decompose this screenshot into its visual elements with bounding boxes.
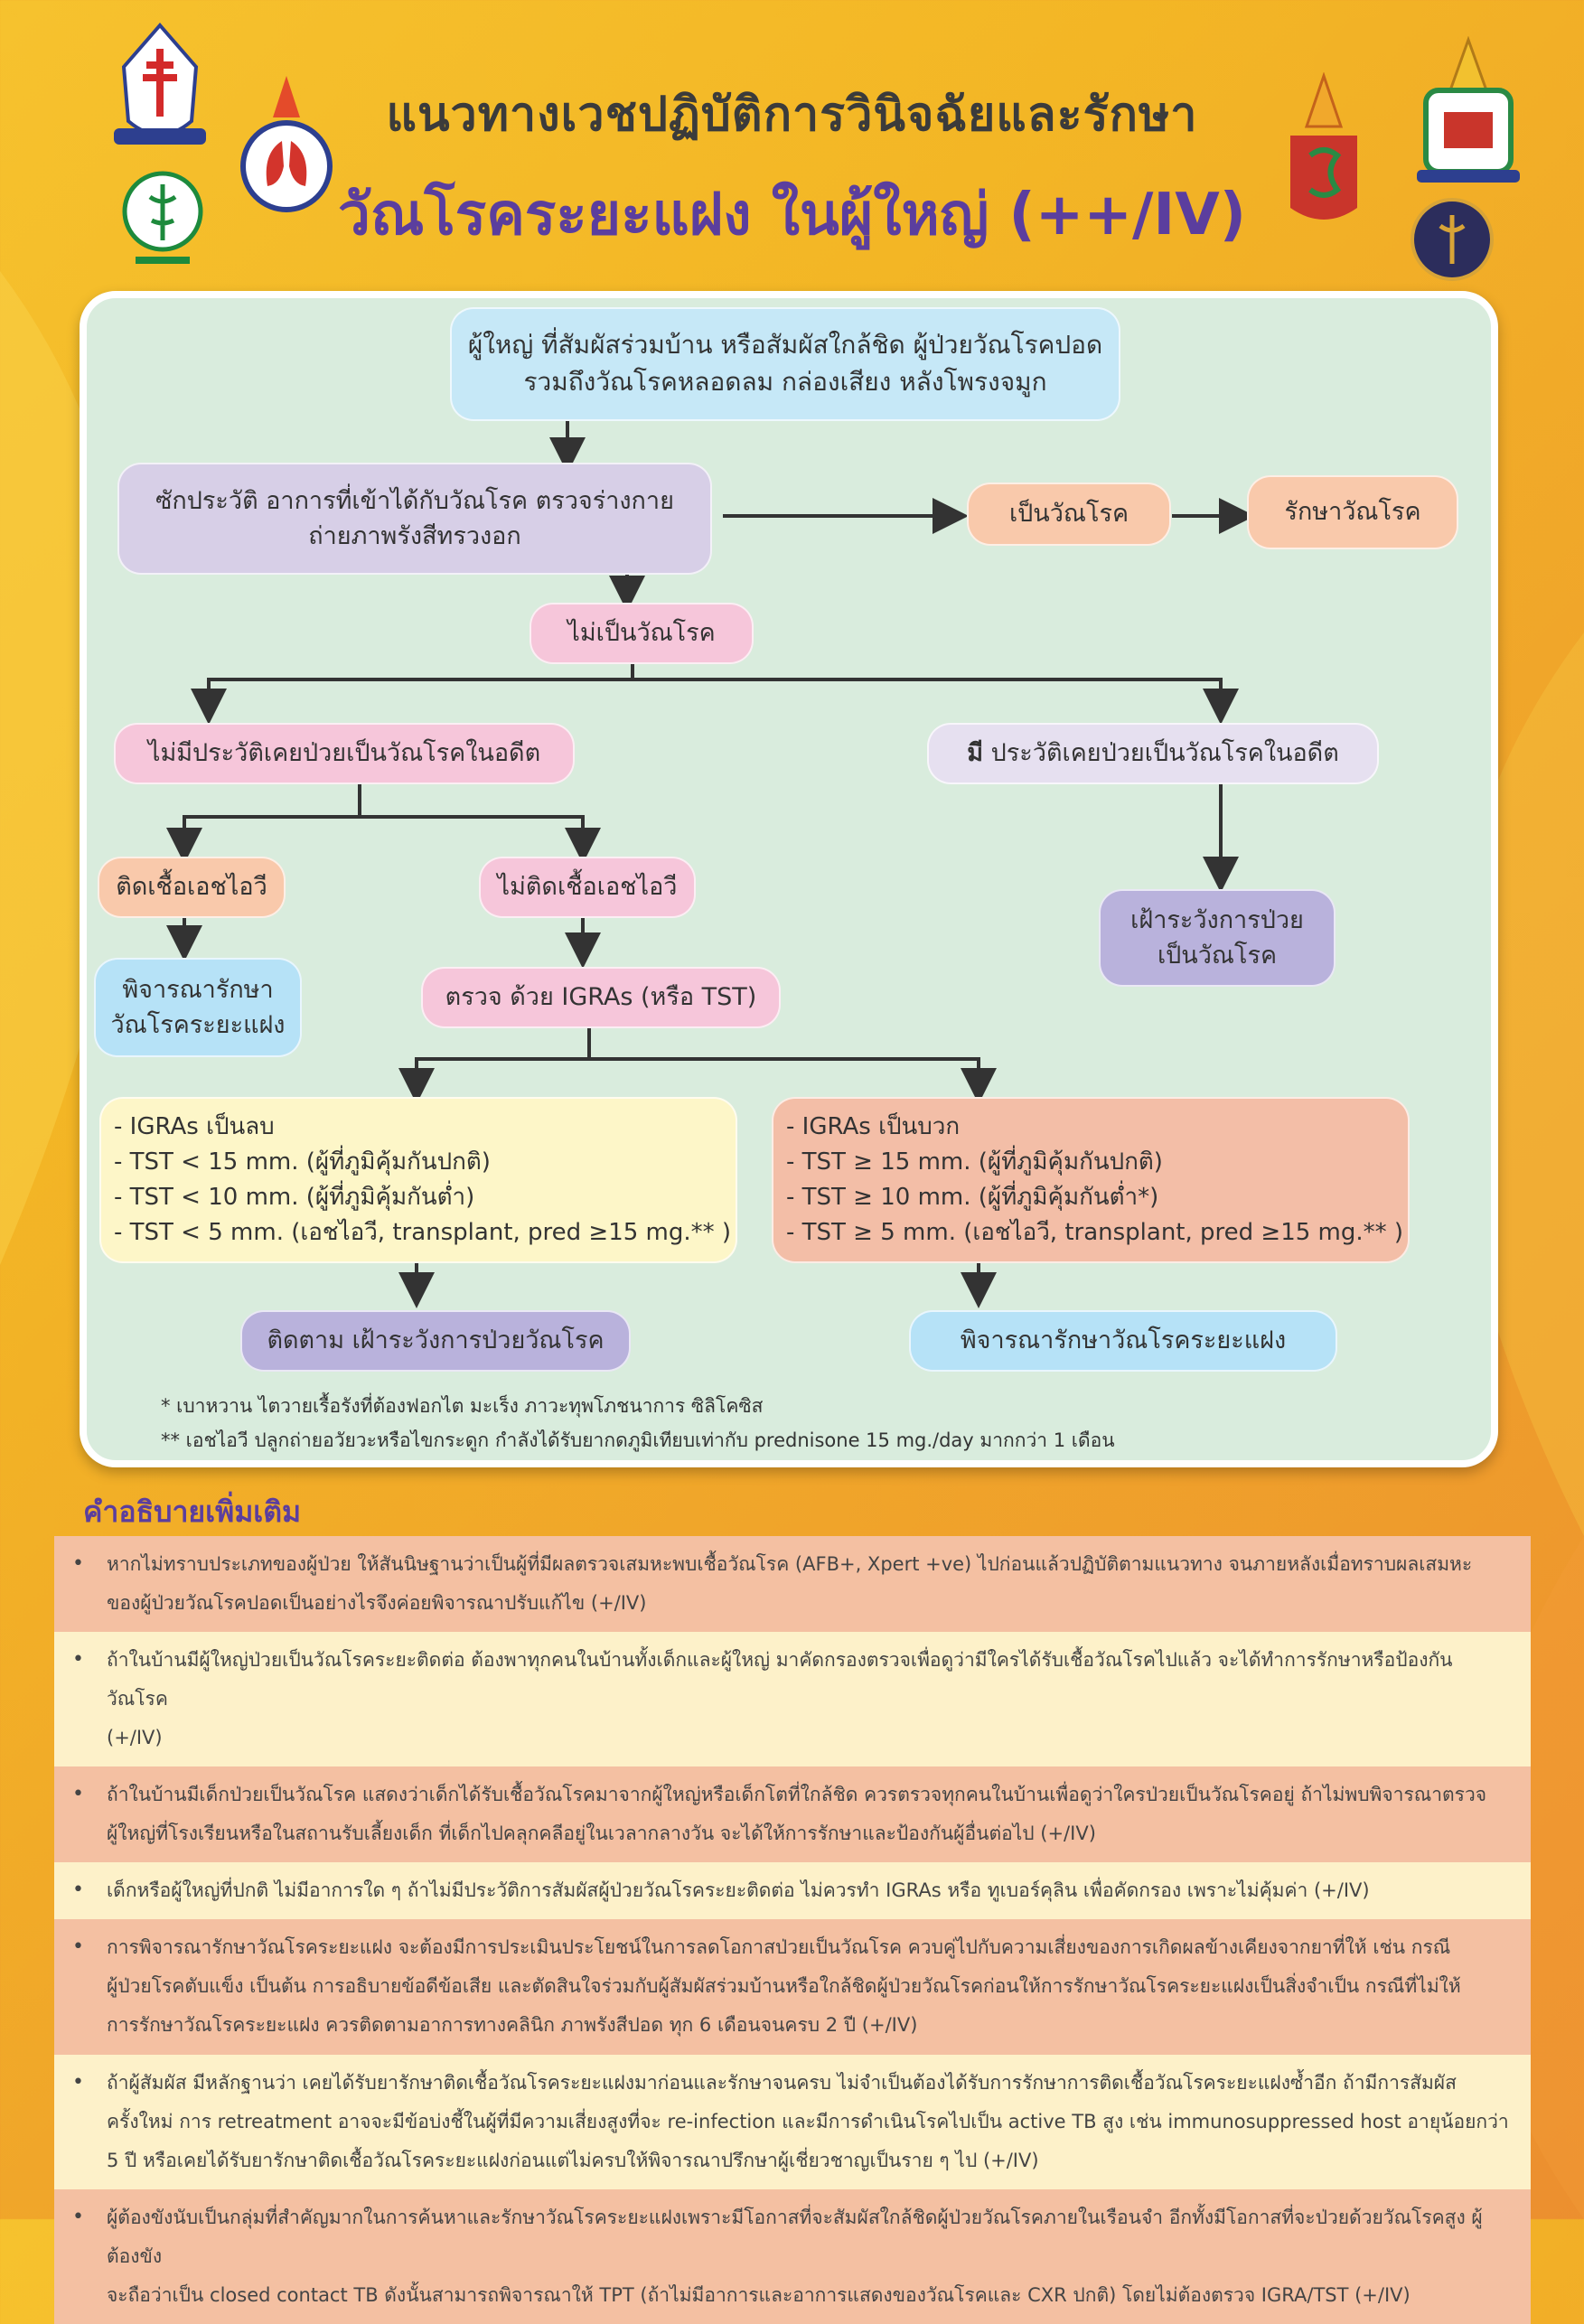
ministry-of-public-health-logo	[122, 171, 203, 264]
follow-up-label: ติดตาม เฝ้าระวังการป่วยวัณโรค	[267, 1326, 605, 1355]
note-line: ถ้าในบ้านมีเด็กป่วยเป็นวัณโรค แสดงว่าเด็…	[107, 1784, 1487, 1806]
note-line: ผู้ต้องขังนับเป็นกลุ่มที่สำคัญมากในการค้…	[107, 2206, 1483, 2267]
page-title-line1: แนวทางเวชปฏิบัติการวินิจฉัยและรักษา	[386, 88, 1198, 142]
bullet-icon: •	[72, 1552, 84, 1575]
positive-result-box: - IGRAs เป็นบวก - TST ≥ 15 mm. (ผู้ที่ภู…	[772, 1097, 1410, 1263]
consider-treatment-hiv-line2: วัณโรคระยะแฝง	[110, 1011, 286, 1039]
footnote-1: * เบาหวาน ไตวายเรื้อรังที่ต้องฟอกไต มะเร…	[161, 1395, 764, 1417]
start-node: ผู้ใหญ่ ที่สัมผัสร่วมบ้าน หรือสัมผัสใกล้…	[450, 307, 1120, 421]
bullet-icon: •	[72, 2205, 84, 2228]
note-item: • การพิจารณารักษาวัณโรคระยะแฝง จะต้องมีก…	[54, 1919, 1531, 2055]
has-history-rest: ประวัติเคยป่วยเป็นวัณโรคในอดีต	[983, 739, 1339, 768]
bullet-icon: •	[72, 1648, 84, 1672]
monitor-history-line2: เป็นวัณโรค	[1157, 942, 1278, 970]
page-title-line2: วัณโรคระยะแฝง ในผู้ใหญ่ (++/IV)	[338, 182, 1246, 248]
bullet-icon: •	[72, 1879, 84, 1902]
footnote-2: ** เอชไอวี ปลูกถ่ายอวัยวะหรือไขกระดูก กำ…	[161, 1429, 1115, 1451]
note-item: • ผู้ต้องขังนับเป็นกลุ่มที่สำคัญมากในการ…	[54, 2188, 1531, 2324]
follow-up-node: ติดตาม เฝ้าระวังการป่วยวัณโรค	[240, 1310, 631, 1372]
hiv-negative-node: ไม่ติดเชื้อเอชไอวี	[479, 857, 696, 918]
positive-line: - TST ≥ 10 mm. (ผู้ที่ภูมิคุ้มกันต่ำ*)	[786, 1184, 1159, 1211]
note-line: ครั้งใหม่ การ retreatment อาจจะมีข้อบ่งช…	[107, 2110, 1509, 2132]
is-tb-node: เป็นวัณโรค	[967, 483, 1171, 546]
negative-line: - TST < 10 mm. (ผู้ที่ภูมิคุ้มกันต่ำ)	[114, 1184, 475, 1211]
medical-emblem-logo	[1411, 198, 1494, 281]
hiv-positive-node: ติดเชื้อเอชไอวี	[98, 857, 286, 918]
has-history-label: มี ประวัติเคยป่วยเป็นวัณโรคในอดีต	[967, 736, 1339, 771]
is-tb-label: เป็นวัณโรค	[1008, 500, 1129, 529]
note-line: (+/IV)	[107, 1727, 163, 1749]
not-tb-label: ไม่เป็นวัณโรค	[567, 619, 716, 648]
thai-antituberculosis-association-logo	[114, 22, 206, 145]
note-item: • ถ้าในบ้านมีผู้ใหญ่ป่วยเป็นวัณโรคระยะติ…	[54, 1632, 1531, 1767]
positive-line: - IGRAs เป็นบวก	[786, 1113, 961, 1140]
note-line: ถ้าผู้สัมผัส มีหลักฐานว่า เคยได้รับยารัก…	[107, 2071, 1457, 2094]
screening-line2: ถ่ายภาพรังสีทรวงอก	[308, 522, 521, 550]
note-item: • ถ้าในบ้านมีเด็กป่วยเป็นวัณโรค แสดงว่าเ…	[54, 1766, 1531, 1863]
igra-test-label: ตรวจ ด้วย IGRAs (หรือ TST)	[445, 983, 757, 1012]
screening-node: ซักประวัติ อาการที่เข้าได้กับวัณโรค ตรวจ…	[117, 463, 712, 575]
negative-line: - TST < 15 mm. (ผู้ที่ภูมิคุ้มกันปกติ)	[114, 1148, 491, 1176]
note-line: การพิจารณารักษาวัณโรคระยะแฝง จะต้องมีการ…	[107, 1936, 1451, 1959]
bullet-icon: •	[72, 1783, 84, 1806]
positive-line: - TST ≥ 5 mm. (เอชไอวี, transplant, pred…	[786, 1219, 1404, 1246]
note-line: ผู้ป่วยโรคตับแข็ง เป็นต้น การอธิบายข้อดี…	[107, 1975, 1461, 1998]
no-history-node: ไม่มีประวัติเคยป่วยเป็นวัณโรคในอดีต	[114, 723, 575, 784]
monitor-history-node: เฝ้าระวังการป่วย เป็นวัณโรค	[1099, 889, 1336, 987]
not-tb-node: ไม่เป็นวัณโรค	[530, 603, 754, 664]
treat-latent-node: พิจารณารักษาวัณโรคระยะแฝง	[909, 1310, 1337, 1372]
note-item: • ถ้าผู้สัมผัส มีหลักฐานว่า เคยได้รับยาร…	[54, 2054, 1531, 2189]
consider-treatment-hiv-node: พิจารณารักษา วัณโรคระยะแฝง	[94, 958, 302, 1057]
has-history-bold: มี	[967, 739, 984, 768]
negative-line: - TST < 5 mm. (เอชไอวี, transplant, pred…	[114, 1219, 732, 1246]
additional-notes-heading: คำอธิบายเพิ่มเติม	[83, 1495, 302, 1529]
bullet-icon: •	[72, 1935, 84, 1959]
note-line: ถ้าในบ้านมีผู้ใหญ่ป่วยเป็นวัณโรคระยะติดต…	[107, 1649, 1453, 1710]
bullet-icon: •	[72, 2070, 84, 2094]
note-line: จะถือว่าเป็น closed contact TB ดังนั้นสา…	[107, 2283, 1411, 2306]
department-of-disease-control-logo	[1417, 36, 1520, 183]
monitor-history-line1: เฝ้าระวังการป่วย	[1130, 905, 1304, 934]
additional-notes-list: • หากไม่ทราบประเภทของผู้ป่วย ให้สันนิษฐา…	[54, 1536, 1531, 2324]
note-line: ผู้ใหญ่ที่โรงเรียนหรือในสถานรับเลี้ยงเด็…	[107, 1823, 1096, 1845]
hiv-negative-label: ไม่ติดเชื้อเอชไอวี	[497, 873, 678, 902]
note-line: 5 ปี หรือเคยได้รับยารักษาติดเชื้อวัณโรคร…	[107, 2149, 1039, 2171]
start-line2: รวมถึงวัณโรคหลอดลม กล่องเสียง หลังโพรงจม…	[523, 367, 1047, 397]
note-line: เด็กหรือผู้ใหญ่ที่ปกติ ไม่มีอาการใด ๆ ถ้…	[107, 1879, 1370, 1902]
thoracic-society-logo	[240, 76, 333, 212]
flowchart-connectors	[166, 420, 1255, 1308]
start-line1: ผู้ใหญ่ ที่สัมผัสร่วมบ้าน หรือสัมผัสใกล้…	[467, 330, 1103, 361]
treat-latent-label: พิจารณารักษาวัณโรคระยะแฝง	[960, 1326, 1287, 1355]
has-history-node: มี ประวัติเคยป่วยเป็นวัณโรคในอดีต	[927, 723, 1379, 784]
treat-tb-label: รักษาวัณโรค	[1284, 498, 1421, 527]
note-line: การรักษาวัณโรคระยะแฝง ควรติดตามอาการทางค…	[107, 2014, 918, 2037]
royal-college-emblem-logo	[1290, 72, 1357, 220]
note-item: • หากไม่ทราบประเภทของผู้ป่วย ให้สันนิษฐา…	[54, 1536, 1531, 1633]
negative-result-box: - IGRAs เป็นลบ - TST < 15 mm. (ผู้ที่ภูม…	[99, 1097, 737, 1263]
note-line: หากไม่ทราบประเภทของผู้ป่วย ให้สันนิษฐานว…	[107, 1553, 1473, 1575]
positive-line: - TST ≥ 15 mm. (ผู้ที่ภูมิคุ้มกันปกติ)	[786, 1148, 1163, 1176]
no-history-label: ไม่มีประวัติเคยป่วยเป็นวัณโรคในอดีต	[147, 739, 541, 768]
igra-test-node: ตรวจ ด้วย IGRAs (หรือ TST)	[421, 967, 781, 1028]
note-item: • เด็กหรือผู้ใหญ่ที่ปกติ ไม่มีอาการใด ๆ …	[54, 1862, 1531, 1920]
consider-treatment-hiv-line1: พิจารณารักษา	[122, 975, 274, 1004]
note-line: ของผู้ป่วยวัณโรคปอดเป็นอย่างไรจึงค่อยพิจ…	[107, 1592, 647, 1615]
negative-line: - IGRAs เป็นลบ	[114, 1113, 275, 1140]
screening-line1: ซักประวัติ อาการที่เข้าได้กับวัณโรค ตรวจ…	[155, 486, 674, 515]
hiv-positive-label: ติดเชื้อเอชไอวี	[116, 873, 267, 902]
treat-tb-node: รักษาวัณโรค	[1247, 475, 1458, 549]
